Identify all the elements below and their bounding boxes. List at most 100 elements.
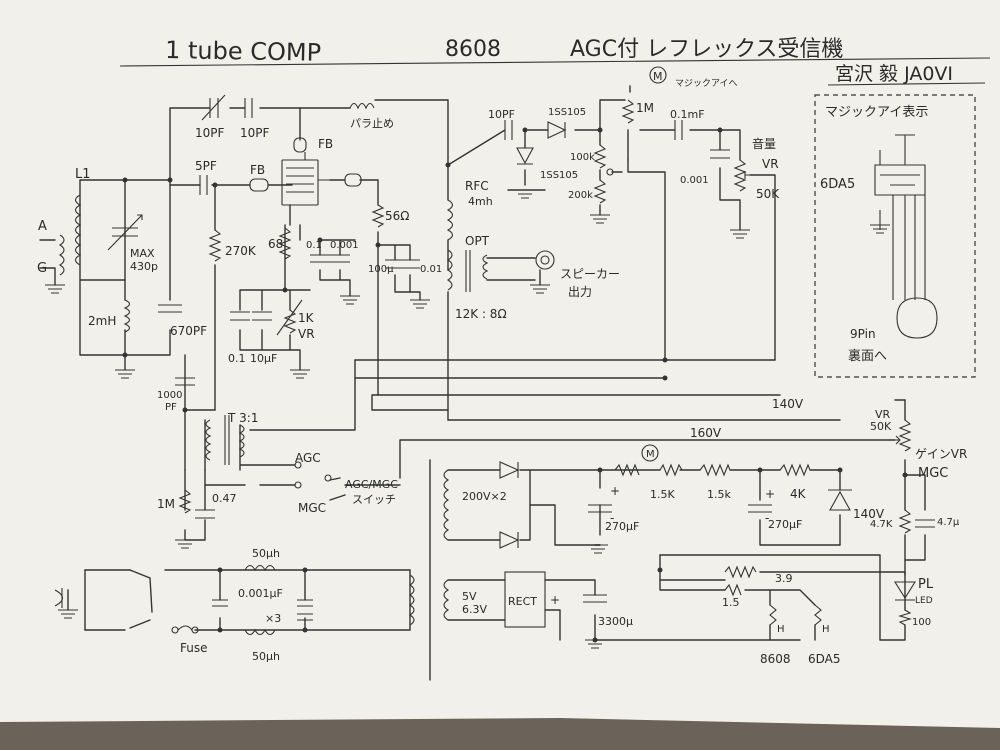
- l1-coil: [74, 194, 82, 266]
- label-choke-50-a: 50μh: [252, 547, 280, 560]
- label-foot-6da5: 6DA5: [808, 652, 841, 666]
- label-cap-001: 0.01: [420, 264, 442, 275]
- label-cap-0001: 0.001: [330, 240, 359, 251]
- label-parasitic: パラ止め: [350, 117, 394, 130]
- resistor-3-9: [724, 565, 757, 579]
- label-r-200k: 200k: [568, 190, 593, 201]
- title-left: 1 tube COMP: [165, 36, 321, 67]
- label-cap-x3: ×3: [265, 612, 281, 625]
- label-fuse: Fuse: [180, 641, 208, 655]
- label-r-1m-low: 1M: [157, 497, 175, 511]
- switch-contact-agc: [294, 461, 302, 469]
- junction-dots: [122, 127, 908, 643]
- resistor-4-7k: [898, 509, 912, 534]
- label-cap-270-b: 270μF: [768, 518, 802, 531]
- label-minus-2: -: [765, 511, 769, 525]
- choke-50uh-top: [244, 564, 276, 572]
- label-fb-2: FB: [318, 137, 333, 151]
- diode-1ss105-series: [547, 121, 567, 139]
- label-m-1: M: [653, 70, 663, 83]
- label-plus-1: +: [610, 484, 620, 498]
- choke-2mh: [123, 299, 131, 333]
- volume-vr: [733, 159, 752, 192]
- resistor-68: [278, 227, 292, 260]
- title-tube: 8608: [445, 37, 501, 62]
- label-agc: AGC: [295, 451, 321, 465]
- cap-0-001: [330, 254, 350, 263]
- label-cap-1000pf-a: 1000: [157, 390, 182, 401]
- label-h-2: H: [822, 624, 830, 635]
- led-pl: [894, 581, 916, 601]
- label-l1: L1: [75, 167, 91, 182]
- cap-5pf: [199, 175, 208, 195]
- resistor-100: [898, 609, 912, 626]
- cap-3300u: [583, 594, 607, 603]
- label-r-15k-b: 1.5k: [707, 488, 731, 501]
- speaker-jack-inner: [540, 255, 550, 265]
- switch-contact-mgc: [294, 481, 302, 489]
- fuse-element: [177, 625, 193, 631]
- label-cap-0001uf: 0.001μF: [238, 587, 283, 600]
- ground-symbols: [45, 189, 750, 649]
- label-antenna: A: [38, 219, 47, 234]
- heater-6da5: [814, 604, 822, 626]
- label-cap-01: 0.1: [306, 240, 322, 251]
- label-speaker-a: スピーカー: [560, 267, 620, 281]
- label-cap-100u: 100μ: [368, 264, 394, 275]
- ferrite-bead-1: [249, 178, 269, 192]
- label-vr-1k-b: VR: [298, 327, 315, 341]
- label-tube-6da5: 6DA5: [820, 177, 855, 192]
- tube-8608: [281, 152, 330, 206]
- label-cap-10uf: 10μF: [250, 352, 277, 365]
- label-gain-mgc: MGC: [918, 466, 948, 481]
- label-r-1m-top: 1M: [636, 101, 654, 115]
- components: [45, 66, 976, 649]
- label-cap-10pf-c: 10PF: [488, 108, 515, 121]
- resistor-1-5k-2: [699, 463, 731, 477]
- label-choke-2mh: 2mH: [88, 314, 116, 328]
- cap-0-47: [195, 509, 215, 519]
- label-r-15k-a: 1.5K: [650, 488, 675, 501]
- cap-4-7u: [915, 519, 935, 528]
- speaker-jack: [535, 250, 555, 270]
- label-minus-1: -: [610, 511, 614, 525]
- resistor-1m-top: [621, 99, 635, 124]
- label-vol-b: VR: [762, 157, 779, 171]
- label-opt-ratio: 12K : 8Ω: [455, 307, 507, 321]
- label-vr-50k-a: VR: [875, 408, 891, 421]
- cap-270uf-1: [588, 504, 612, 513]
- label-zener-140: 140V: [853, 507, 885, 521]
- hv-diode-2: [499, 531, 520, 549]
- label-r-39: 3.9: [775, 572, 793, 585]
- label-pin-b: 裏面へ: [848, 349, 887, 364]
- cap-10pf-detector: [504, 120, 513, 140]
- label-plus-3: +: [550, 593, 560, 607]
- label-magic-box-title: マジックアイ表示: [825, 105, 928, 120]
- author-underline: [827, 82, 986, 86]
- resistor-4k: [779, 463, 811, 477]
- magic-eye-marker-top: [649, 66, 667, 84]
- label-m-2: M: [646, 449, 655, 460]
- title-underline: [119, 57, 991, 67]
- label-heater-v2: 6.3V: [462, 603, 487, 616]
- label-foot-8608: 8608: [760, 652, 791, 666]
- label-cap-47u: 4.7μ: [937, 517, 960, 528]
- label-cap-01mf: 0.1mF: [670, 108, 705, 121]
- magic-eye-tube: [870, 134, 938, 339]
- choke-50uh-bottom: [244, 628, 276, 636]
- label-cap-5pf: 5PF: [195, 159, 217, 173]
- parasitic-coil: [349, 102, 375, 110]
- zener-140v: [828, 489, 852, 511]
- component-labels: A G L1 10PF 10PF 5PF FB FB パラ止め MAX 430p…: [37, 70, 967, 666]
- label-rfc-b: 4mh: [468, 195, 493, 208]
- label-cap-0001-b: 0.001: [680, 175, 709, 186]
- variable-capacitor: [107, 214, 143, 251]
- cap-270uf-2: [748, 504, 772, 513]
- power-transformer-primary: [408, 574, 415, 626]
- wiring: [39, 85, 926, 681]
- label-diode-2: 1SS105: [540, 170, 578, 181]
- label-cap-270-a: 270μF: [605, 520, 639, 533]
- label-cap-1000pf-b: PF: [165, 402, 177, 413]
- label-vol-a: 音量: [752, 136, 776, 151]
- caps-0-001uf-x3: [212, 599, 313, 621]
